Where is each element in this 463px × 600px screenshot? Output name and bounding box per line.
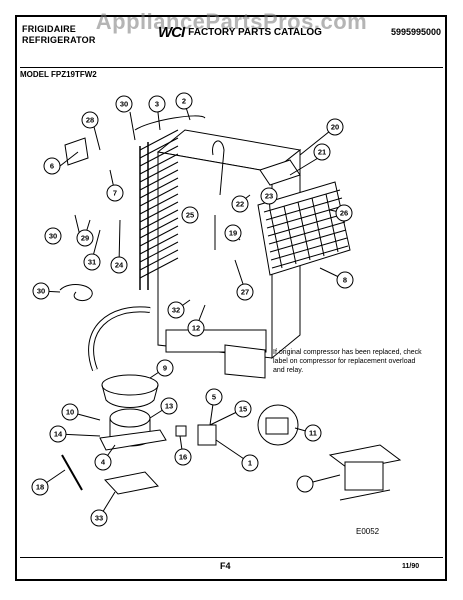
catalog-header: WCI FACTORY PARTS CATALOG bbox=[158, 24, 322, 41]
svg-text:25: 25 bbox=[186, 211, 194, 220]
drain-tube bbox=[88, 306, 151, 372]
svg-text:32: 32 bbox=[172, 306, 180, 315]
svg-text:6: 6 bbox=[50, 162, 54, 171]
callout-21: 21 bbox=[313, 143, 331, 161]
condenser-coil bbox=[134, 115, 206, 290]
compressor-detail bbox=[328, 444, 402, 501]
svg-text:5: 5 bbox=[212, 393, 216, 402]
svg-text:23: 23 bbox=[265, 192, 273, 201]
callout-15: 16 bbox=[174, 448, 192, 466]
callout-11: 4 bbox=[94, 453, 112, 471]
callout-32: 12 bbox=[187, 319, 205, 337]
catalog-date: 11/90 bbox=[402, 563, 420, 570]
drawing-code: E0052 bbox=[356, 527, 380, 536]
callout-22: 22 bbox=[231, 195, 249, 213]
wci-logo: WCI bbox=[158, 24, 185, 41]
compressor-note: If original compressor has been replaced… bbox=[273, 349, 422, 374]
overload bbox=[175, 425, 187, 437]
page-number: F4 bbox=[220, 561, 231, 571]
callout-27: 8 bbox=[336, 271, 354, 289]
callout-group: 30 3 2 28 6 7 20 21 22 23 26 25 19 30 29… bbox=[31, 92, 354, 527]
drain-pan bbox=[101, 374, 159, 396]
power-cord bbox=[59, 284, 93, 302]
callout-31: 24 bbox=[110, 256, 128, 274]
catalog-title: FACTORY PARTS CATALOG bbox=[188, 27, 322, 38]
svg-text:18: 18 bbox=[36, 483, 44, 492]
svg-text:27: 27 bbox=[241, 288, 249, 297]
callout-18: 33 bbox=[90, 509, 108, 527]
compressor-mount bbox=[104, 471, 159, 495]
svg-text:14: 14 bbox=[54, 430, 63, 439]
svg-text:30: 30 bbox=[49, 232, 57, 241]
svg-text:11: 11 bbox=[309, 429, 317, 438]
callout-19: 19 bbox=[224, 224, 242, 242]
svg-text:22: 22 bbox=[236, 200, 244, 209]
svg-text:33: 33 bbox=[95, 514, 103, 523]
watermark: AppliancePartsPros.com bbox=[95, 9, 368, 34]
callout-7: 7 bbox=[106, 184, 124, 202]
svg-text:16: 16 bbox=[179, 453, 187, 462]
callout-30b: 30 bbox=[44, 227, 62, 245]
svg-text:4: 4 bbox=[101, 458, 106, 467]
callout-23: 23 bbox=[260, 187, 278, 205]
svg-text:1: 1 bbox=[248, 459, 252, 468]
callout-14: 13 bbox=[160, 397, 178, 415]
callout-33 bbox=[296, 475, 314, 493]
svg-text:2: 2 bbox=[182, 97, 186, 106]
svg-text:31: 31 bbox=[88, 258, 96, 267]
callout-30c: 31 bbox=[83, 253, 101, 271]
svg-text:30: 30 bbox=[37, 287, 45, 296]
svg-text:9: 9 bbox=[163, 364, 167, 373]
fan-bracket bbox=[259, 159, 301, 186]
callout-8: 30 bbox=[32, 282, 50, 300]
heater bbox=[61, 454, 83, 491]
callout-16: 11 bbox=[304, 424, 322, 442]
svg-text:10: 10 bbox=[66, 408, 74, 417]
svg-text:28: 28 bbox=[86, 116, 94, 125]
svg-text:24: 24 bbox=[115, 261, 124, 270]
callout-24: 27 bbox=[236, 283, 254, 301]
svg-text:12: 12 bbox=[192, 324, 200, 333]
svg-text:15: 15 bbox=[239, 405, 247, 414]
brand-name: FRIGIDAIRE bbox=[22, 24, 77, 34]
svg-text:7: 7 bbox=[113, 189, 117, 198]
callout-20: 20 bbox=[326, 118, 344, 136]
callout-4: 1 bbox=[241, 454, 259, 472]
callout-6: 6 bbox=[43, 157, 61, 175]
product-type: REFRIGERATOR bbox=[22, 35, 96, 45]
callout-29: 29 bbox=[76, 229, 94, 247]
relay bbox=[197, 424, 217, 446]
callout-10: 14 bbox=[49, 425, 67, 443]
callout-26: 26 bbox=[335, 204, 353, 222]
callout-5: 15 bbox=[234, 400, 252, 418]
svg-text:19: 19 bbox=[229, 229, 237, 238]
callout-2: 2 bbox=[175, 92, 193, 110]
callout-28: 28 bbox=[81, 111, 99, 129]
evaporator-coil bbox=[257, 181, 351, 276]
brand-block: FRIGIDAIRE REFRIGERATOR bbox=[22, 24, 96, 46]
footer-divider bbox=[20, 557, 443, 558]
svg-text:26: 26 bbox=[340, 209, 348, 218]
callout-3: 3 bbox=[148, 95, 166, 113]
callout-13: 5 bbox=[205, 388, 223, 406]
svg-text:21: 21 bbox=[318, 148, 326, 157]
catalog-part-number: 5995995000 bbox=[390, 27, 441, 37]
callout-9: 10 bbox=[61, 403, 79, 421]
svg-text:30: 30 bbox=[120, 100, 128, 109]
compressor bbox=[99, 408, 167, 451]
callout-25: 25 bbox=[181, 206, 199, 224]
shield bbox=[64, 137, 89, 166]
callout-30d: 32 bbox=[167, 301, 185, 319]
callout-1: 18 bbox=[31, 478, 49, 496]
callout-30a: 30 bbox=[115, 95, 133, 113]
svg-text:20: 20 bbox=[331, 123, 339, 132]
svg-text:13: 13 bbox=[165, 402, 173, 411]
svg-text:3: 3 bbox=[155, 100, 159, 109]
callout-12: 9 bbox=[156, 359, 174, 377]
svg-text:29: 29 bbox=[81, 234, 89, 243]
svg-text:8: 8 bbox=[343, 276, 347, 285]
model-line: MODEL FPZ19TFW2 bbox=[20, 67, 443, 79]
